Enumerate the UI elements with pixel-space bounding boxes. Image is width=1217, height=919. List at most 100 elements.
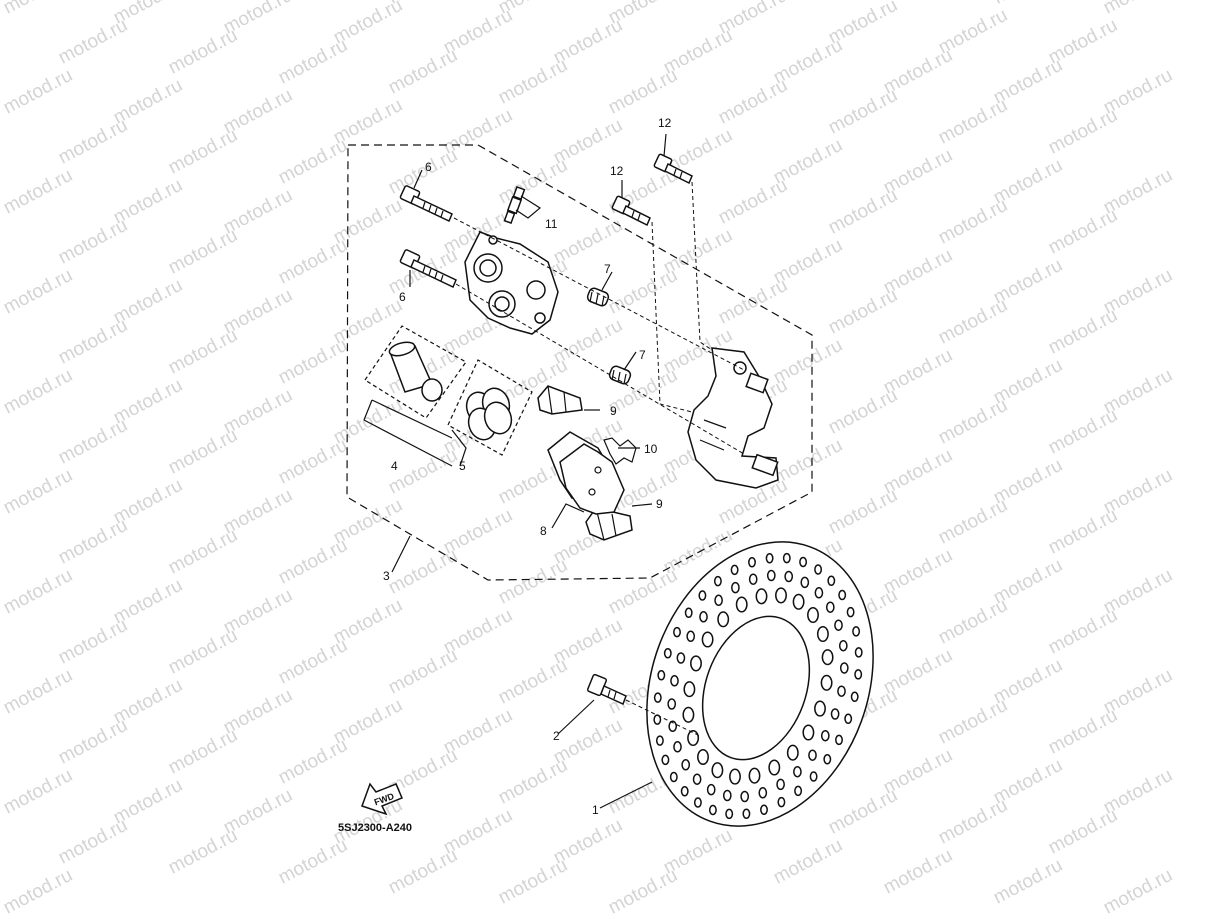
disc-hole <box>740 790 750 803</box>
disc-hole <box>748 556 756 568</box>
disc-hole <box>827 575 836 586</box>
disc-hole <box>693 797 702 808</box>
disc-hole <box>838 639 848 652</box>
disc-hole <box>777 796 786 808</box>
disc-hole <box>766 569 776 582</box>
disc-hole <box>722 789 732 802</box>
disc-hole <box>735 596 748 613</box>
callout-4: 4 <box>391 459 398 473</box>
pad-support-upper <box>537 385 583 415</box>
disc-hole <box>814 587 824 599</box>
disc-hole <box>820 729 830 742</box>
disc-hole <box>792 593 805 610</box>
disc-hole <box>802 724 815 741</box>
callout-6-lower: 6 <box>399 290 406 304</box>
callout-9-upper: 9 <box>610 404 617 418</box>
caliper-bracket <box>687 347 779 489</box>
disc-hole <box>768 759 781 776</box>
callout-9-lower: 9 <box>656 497 663 511</box>
callout-7-lower: 7 <box>639 348 646 362</box>
disc-hole <box>673 741 682 753</box>
disc-hole <box>667 698 677 710</box>
fwd-arrow-icon: FWD <box>361 782 403 816</box>
caliper-bolt-lower <box>399 249 457 289</box>
callout-12-b: 12 <box>658 116 672 130</box>
disc-hole <box>830 708 840 720</box>
disc-hole <box>765 552 774 564</box>
callout-2: 2 <box>553 729 560 743</box>
disc-hole <box>748 573 758 585</box>
disc-hole <box>676 652 686 664</box>
disc-hole <box>706 783 716 796</box>
disc-hole <box>653 714 662 725</box>
disc-hole <box>846 606 855 618</box>
disc-hole <box>686 630 696 643</box>
callout-11: 11 <box>545 217 558 231</box>
disc-hole <box>680 786 689 797</box>
disc-hole <box>683 681 696 698</box>
piston <box>388 341 443 402</box>
brake-pads <box>547 431 625 515</box>
disc-hole <box>852 626 861 637</box>
leader-lines <box>363 133 667 809</box>
disc-hole <box>697 748 709 766</box>
caliper-bolt-upper <box>399 185 453 223</box>
disc-hole <box>690 655 702 672</box>
disc-hole <box>809 771 818 782</box>
disc-hole <box>776 778 785 791</box>
disc-hole <box>775 587 787 604</box>
disc-hole <box>760 804 768 816</box>
disc-hole <box>837 685 846 697</box>
alignment-line-upper <box>453 217 745 371</box>
piston-set-boundary <box>364 325 467 419</box>
disc-hole <box>684 607 693 618</box>
alignment-line-bolt-12a <box>651 221 693 413</box>
seal-kit <box>465 387 513 441</box>
callout-3: 3 <box>383 569 390 583</box>
boot-upper <box>586 287 610 307</box>
caliper-body <box>464 231 559 335</box>
disc-hole <box>823 754 832 765</box>
bracket-bolt-1 <box>611 195 651 227</box>
disc-hole <box>661 754 670 766</box>
disc-hole <box>838 589 847 601</box>
seal-set-boundary <box>447 359 533 456</box>
disc-hole <box>814 700 826 717</box>
disc-hole <box>668 720 678 733</box>
disc-hole <box>687 729 700 747</box>
disc-hole <box>657 669 666 681</box>
disc-hole <box>670 675 679 687</box>
disc-hole <box>701 631 714 648</box>
disc-hole <box>784 570 794 583</box>
disc-hole <box>698 590 707 601</box>
disc-hole <box>731 581 740 594</box>
disc-hole <box>825 601 835 613</box>
disc-hole <box>673 626 681 638</box>
boot-lower <box>608 365 632 385</box>
disc-hole <box>669 771 678 783</box>
disc-hole <box>820 674 833 691</box>
disc-hole <box>708 804 717 816</box>
bleed-screw <box>503 185 526 225</box>
disc-hole <box>729 768 741 785</box>
alignment-line-bolt-12b <box>691 181 713 351</box>
disc-hole <box>844 713 853 725</box>
bracket-bolt-2 <box>653 153 693 185</box>
disc-hole <box>663 647 672 659</box>
disc-hole <box>794 785 803 797</box>
disc-hole <box>834 619 843 631</box>
disc-hole <box>725 808 734 820</box>
disc-hole <box>682 706 695 723</box>
callout-1: 1 <box>592 803 599 817</box>
callout-8: 8 <box>540 524 547 538</box>
disc-hole <box>854 669 863 680</box>
disc-hole <box>821 649 834 666</box>
disc-hole <box>755 588 768 605</box>
callout-12-a: 12 <box>610 164 624 178</box>
callout-5: 5 <box>459 459 466 473</box>
disc-hole <box>699 611 708 623</box>
disc-hole <box>692 773 702 785</box>
disc-hole <box>748 767 761 784</box>
disc-hole <box>655 735 664 746</box>
